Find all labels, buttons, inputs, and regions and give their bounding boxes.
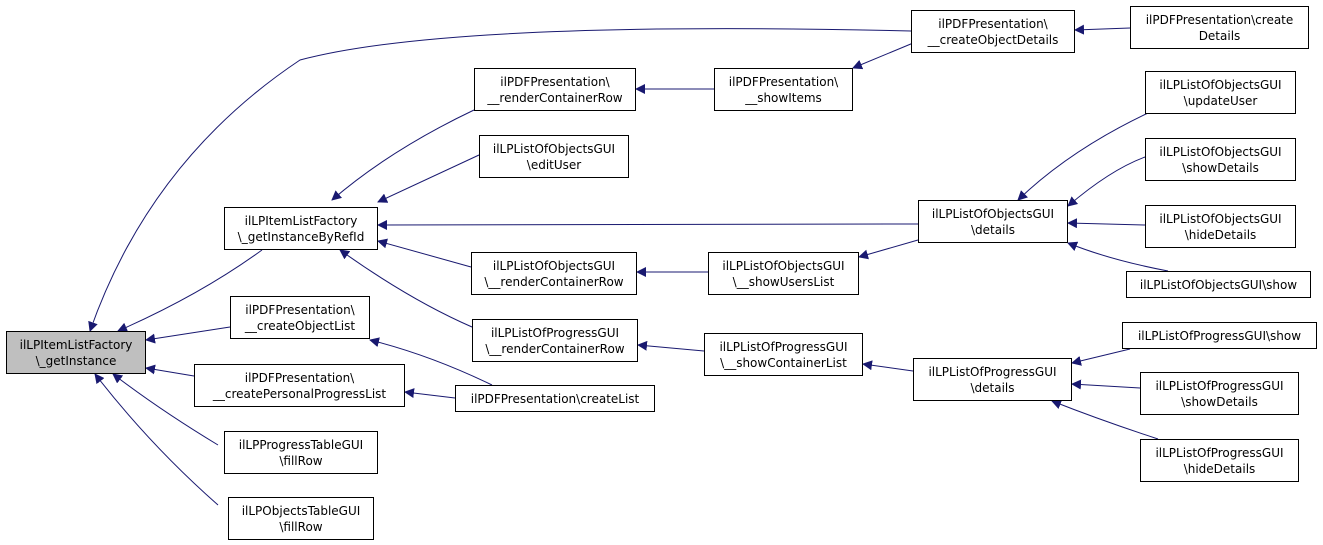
node-label: \_getInstance bbox=[35, 353, 117, 368]
node-lp-details[interactable]: ilLPListOfProgressGUI \details bbox=[913, 358, 1072, 401]
node-label: \__showUsersList bbox=[732, 274, 835, 289]
node-label: \showDetails bbox=[1182, 160, 1259, 175]
node-label: ilLPProgressTableGUI bbox=[238, 437, 364, 452]
call-edge bbox=[1074, 24, 1131, 35]
call-edge bbox=[88, 28, 912, 332]
node-pdf-create-details[interactable]: ilPDFPresentation\create Details bbox=[1130, 6, 1309, 49]
call-edge bbox=[1017, 112, 1149, 201]
node-pdf-create-personal-progress-list[interactable]: ilPDFPresentation\ __createPersonalProgr… bbox=[194, 364, 405, 407]
call-edge bbox=[145, 326, 231, 344]
node-label: \__renderContainerRow bbox=[484, 274, 624, 289]
call-edge bbox=[94, 373, 219, 506]
node-label: ilLPListOfObjectsGUI bbox=[931, 206, 1055, 221]
call-edge bbox=[858, 239, 919, 260]
node-label: ilPDFPresentation\create bbox=[1145, 12, 1294, 27]
node-label: Details bbox=[1198, 28, 1241, 43]
node-label: ilLPListOfObjectsGUI bbox=[1159, 77, 1282, 92]
node-label: \fillRow bbox=[279, 519, 323, 534]
node-label: ilLPListOfProgressGUI bbox=[490, 325, 620, 340]
call-edge bbox=[369, 337, 493, 386]
call-edge bbox=[331, 109, 475, 201]
call-edge bbox=[1067, 218, 1146, 229]
node-label: \__showContainerList bbox=[720, 355, 847, 370]
node-progress-table-fill-row[interactable]: ilLPProgressTableGUI \fillRow bbox=[224, 431, 378, 474]
call-edge bbox=[145, 364, 195, 377]
node-label: ilLPItemListFactory bbox=[19, 337, 133, 352]
call-edge bbox=[112, 373, 219, 446]
node-pdf-create-list[interactable]: ilPDFPresentation\createList bbox=[455, 385, 655, 412]
call-edge bbox=[852, 40, 919, 70]
node-pdf-render-container-row[interactable]: ilPDFPresentation\ __renderContainerRow bbox=[474, 68, 636, 111]
node-label: ilLPListOfObjectsGUI bbox=[1159, 211, 1282, 226]
node-label: ilLPListOfProgressGUI bbox=[1155, 445, 1284, 460]
node-lp-render-container-row[interactable]: ilLPListOfProgressGUI \__renderContainer… bbox=[472, 319, 638, 362]
node-label: ilLPItemListFactory bbox=[244, 213, 358, 228]
call-edge bbox=[1071, 348, 1131, 366]
call-edge bbox=[1051, 399, 1159, 440]
call-edge bbox=[637, 340, 705, 352]
node-label: __renderContainerRow bbox=[487, 90, 623, 105]
node-lo-show-details[interactable]: ilLPListOfObjectsGUI \showDetails bbox=[1145, 138, 1296, 181]
node-label: \updateUser bbox=[1183, 93, 1258, 108]
node-get-instance-by-ref-id[interactable]: ilLPItemListFactory \_getInstanceByRefId bbox=[224, 207, 378, 250]
node-label: ilPDFPresentation\ bbox=[244, 370, 355, 385]
node-label: ilLPListOfObjectsGUI bbox=[722, 258, 845, 273]
node-pdf-create-object-details[interactable]: ilPDFPresentation\ __createObjectDetails bbox=[911, 10, 1075, 53]
node-label: \editUser bbox=[526, 157, 582, 172]
call-edge bbox=[1067, 241, 1169, 272]
node-lp-show-details[interactable]: ilLPListOfProgressGUI \showDetails bbox=[1140, 372, 1299, 415]
node-label: ilPDFPresentation\ bbox=[938, 16, 1048, 31]
node-label: ilLPObjectsTableGUI bbox=[241, 503, 361, 518]
node-label: __createObjectList bbox=[244, 318, 356, 333]
node-label: ilPDFPresentation\ bbox=[500, 74, 610, 89]
node-label: __showItems bbox=[745, 90, 822, 105]
node-lp-show[interactable]: ilLPListOfProgressGUI\show bbox=[1122, 322, 1317, 349]
node-root-get-instance: ilLPItemListFactory \_getInstance bbox=[6, 331, 146, 374]
node-label: ilLPListOfProgressGUI bbox=[1155, 378, 1284, 393]
node-pdf-create-object-list[interactable]: ilPDFPresentation\ __createObjectList bbox=[230, 296, 370, 339]
node-label: ilLPListOfObjectsGUI bbox=[492, 141, 616, 156]
node-label: __createPersonalProgressList bbox=[212, 386, 387, 401]
node-lo-hide-details[interactable]: ilLPListOfObjectsGUI \hideDetails bbox=[1145, 205, 1296, 248]
node-label: ilLPListOfObjectsGUI bbox=[1159, 144, 1282, 159]
node-label: ilPDFPresentation\ bbox=[728, 74, 839, 89]
call-edge bbox=[1067, 156, 1146, 207]
node-lp-hide-details[interactable]: ilLPListOfProgressGUI \hideDetails bbox=[1140, 439, 1299, 482]
node-lo-show-users-list[interactable]: ilLPListOfObjectsGUI \__showUsersList bbox=[708, 252, 859, 295]
call-edge bbox=[1071, 379, 1141, 390]
node-lp-show-container-list[interactable]: ilLPListOfProgressGUI \__showContainerLi… bbox=[704, 333, 863, 376]
node-label: ilLPListOfProgressGUI bbox=[928, 364, 1057, 379]
node-label: \showDetails bbox=[1181, 394, 1258, 409]
node-lo-show[interactable]: ilLPListOfObjectsGUI\show bbox=[1126, 271, 1311, 298]
call-edge bbox=[377, 219, 919, 230]
node-lo-edit-user[interactable]: ilLPListOfObjectsGUI \editUser bbox=[479, 135, 629, 178]
call-edge bbox=[377, 238, 472, 268]
call-edge bbox=[117, 249, 263, 332]
node-objects-table-fill-row[interactable]: ilLPObjectsTableGUI \fillRow bbox=[228, 497, 374, 540]
node-pdf-show-items[interactable]: ilPDFPresentation\ __showItems bbox=[714, 68, 853, 111]
node-label: \details bbox=[970, 380, 1015, 395]
node-label: \fillRow bbox=[279, 453, 323, 468]
node-lo-render-container-row[interactable]: ilLPListOfObjectsGUI \__renderContainerR… bbox=[471, 252, 637, 295]
node-label: ilLPListOfProgressGUI bbox=[719, 339, 848, 354]
node-lo-update-user[interactable]: ilLPListOfObjectsGUI \updateUser bbox=[1145, 71, 1296, 114]
node-label: ilPDFPresentation\ bbox=[245, 302, 355, 317]
node-label: \hideDetails bbox=[1184, 227, 1257, 242]
call-edge bbox=[339, 249, 473, 328]
node-label: ilLPListOfObjectsGUI\show bbox=[1139, 277, 1298, 292]
call-edge bbox=[404, 388, 456, 399]
node-lo-details[interactable]: ilLPListOfObjectsGUI \details bbox=[918, 200, 1068, 243]
node-label: \__renderContainerRow bbox=[485, 341, 625, 356]
call-edge bbox=[377, 154, 480, 203]
node-label: __createObjectDetails bbox=[927, 32, 1059, 47]
call-edge bbox=[862, 360, 914, 372]
node-label: \_getInstanceByRefId bbox=[237, 229, 365, 244]
node-label: ilPDFPresentation\createList bbox=[470, 391, 640, 406]
node-label: ilLPListOfProgressGUI\show bbox=[1137, 328, 1302, 343]
node-label: \details bbox=[970, 222, 1016, 237]
node-label: ilLPListOfObjectsGUI bbox=[492, 258, 616, 273]
node-label: \hideDetails bbox=[1183, 461, 1256, 476]
